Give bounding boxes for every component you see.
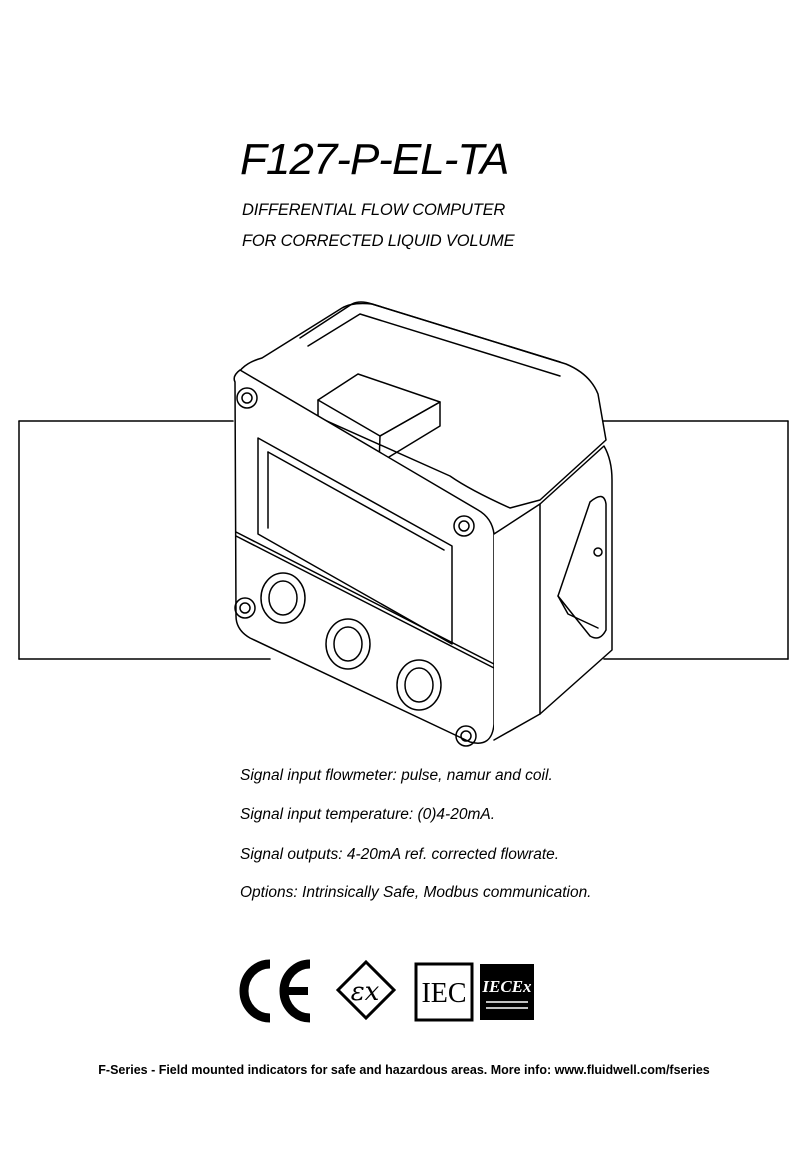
ce-mark-icon	[239, 959, 311, 1023]
atex-ex-icon: ɛx	[335, 959, 397, 1021]
iecex-logo-icon: IECEx	[480, 964, 534, 1020]
product-title: F127-P-EL-TA	[240, 135, 509, 184]
spec-options: Options: Intrinsically Safe, Modbus comm…	[240, 884, 592, 901]
spec-temperature-input: Signal input temperature: (0)4-20mA.	[240, 806, 496, 823]
svg-text:ɛx: ɛx	[351, 977, 380, 1007]
front-buttons	[260, 572, 442, 711]
device-illustration	[18, 301, 789, 747]
product-subtitle-line2: FOR CORRECTED LIQUID VOLUME	[242, 232, 515, 250]
housing-side	[493, 445, 613, 741]
mounting-panel-right	[587, 420, 789, 660]
mounting-panel-left	[18, 420, 271, 660]
iec-logo-icon: IEC	[414, 962, 474, 1022]
spec-flowmeter-input: Signal input flowmeter: pulse, namur and…	[240, 767, 553, 784]
lcd-window	[257, 437, 453, 645]
svg-text:IECEx: IECEx	[481, 977, 532, 996]
svg-text:IEC: IEC	[421, 978, 466, 1009]
spec-signal-outputs: Signal outputs: 4-20mA ref. corrected fl…	[240, 846, 560, 863]
corner-screws	[234, 387, 477, 747]
footer-text: F-Series - Field mounted indicators for …	[98, 1063, 710, 1077]
certification-marks: ɛx IEC IECEx	[239, 959, 534, 1023]
product-subtitle-line1: DIFFERENTIAL FLOW COMPUTER	[242, 201, 506, 219]
